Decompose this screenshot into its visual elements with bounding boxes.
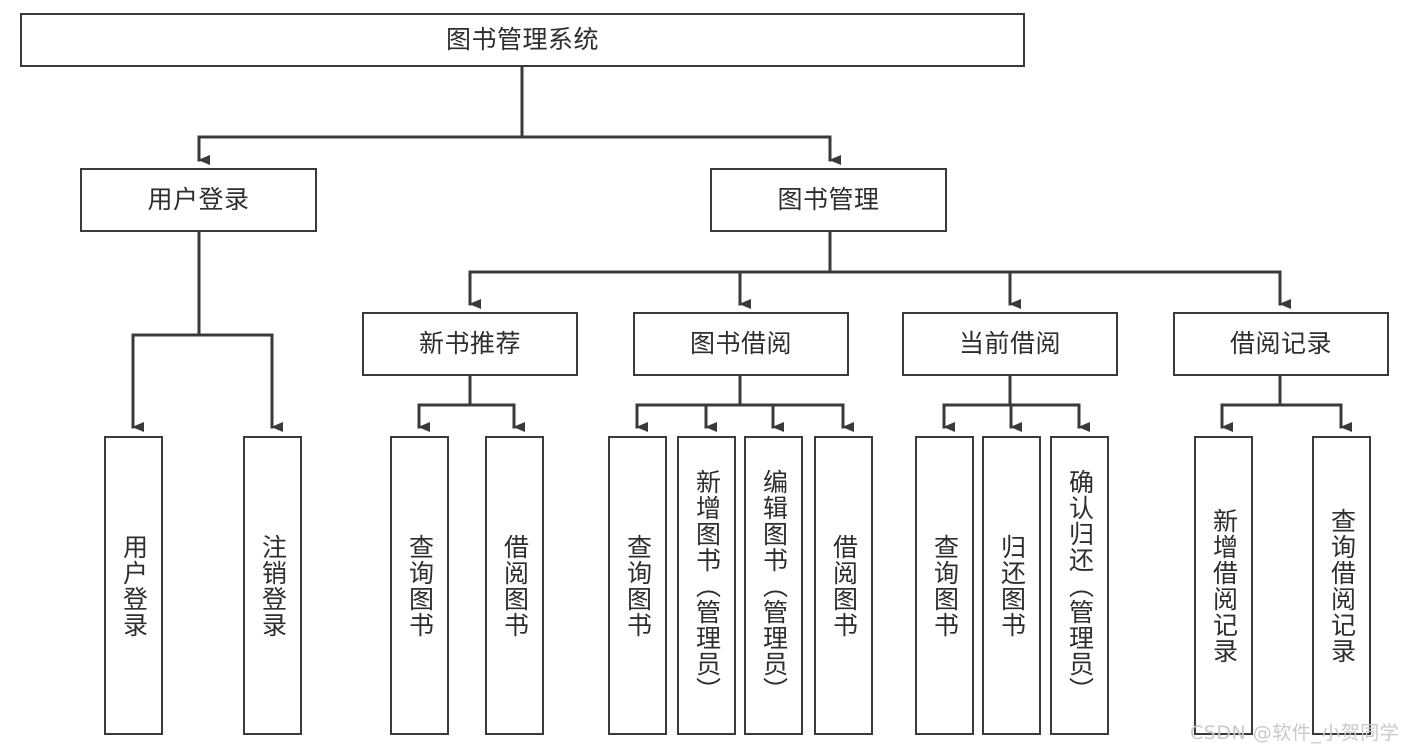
leaf-current-search-book[interactable]: 查询图书 <box>915 436 974 735</box>
node-book-borrow[interactable]: 图书借阅 <box>633 312 849 376</box>
leaf-label: 确认归还（管理员） <box>1065 468 1095 703</box>
leaf-label: 用户登录 <box>119 533 149 638</box>
leaf-label: 归还图书 <box>997 533 1027 638</box>
csdn-watermark: CSDN @软件_小贺同学 <box>1190 722 1400 744</box>
leaf-current-return-book[interactable]: 归还图书 <box>982 436 1041 735</box>
leaf-label: 注销登录 <box>258 533 288 638</box>
leaf-label: 查询借阅记录 <box>1327 507 1357 664</box>
node-borrow-record[interactable]: 借阅记录 <box>1173 312 1389 376</box>
node-new-book-recommend[interactable]: 新书推荐 <box>362 312 578 376</box>
leaf-record-add-record[interactable]: 新增借阅记录 <box>1194 436 1253 735</box>
leaf-label: 借阅图书 <box>829 533 859 638</box>
leaf-label: 查询图书 <box>930 533 960 638</box>
leaf-label: 编辑图书（管理员） <box>759 468 789 703</box>
leaf-label: 新增借阅记录 <box>1209 507 1239 664</box>
node-root-system[interactable]: 图书管理系统 <box>20 13 1025 67</box>
leaf-record-search-record[interactable]: 查询借阅记录 <box>1312 436 1371 735</box>
leaf-borrow-add-book-admin[interactable]: 新增图书（管理员） <box>677 436 736 735</box>
leaf-label: 查询图书 <box>623 533 653 638</box>
leaf-label: 查询图书 <box>405 533 435 638</box>
leaf-label: 新增图书（管理员） <box>692 468 722 703</box>
node-current-borrow[interactable]: 当前借阅 <box>902 312 1118 376</box>
leaf-recommend-borrow-book[interactable]: 借阅图书 <box>485 436 544 735</box>
leaf-user-login-signin[interactable]: 用户登录 <box>104 436 163 735</box>
leaf-user-login-signout[interactable]: 注销登录 <box>243 436 302 735</box>
node-user-login[interactable]: 用户登录 <box>80 168 317 232</box>
leaf-current-confirm-return-admin[interactable]: 确认归还（管理员） <box>1050 436 1109 735</box>
leaf-label: 借阅图书 <box>500 533 530 638</box>
leaf-borrow-borrow-book[interactable]: 借阅图书 <box>814 436 873 735</box>
node-book-management[interactable]: 图书管理 <box>710 168 947 232</box>
leaf-recommend-search-book[interactable]: 查询图书 <box>390 436 449 735</box>
leaf-borrow-edit-book-admin[interactable]: 编辑图书（管理员） <box>744 436 803 735</box>
leaf-borrow-search-book[interactable]: 查询图书 <box>608 436 667 735</box>
